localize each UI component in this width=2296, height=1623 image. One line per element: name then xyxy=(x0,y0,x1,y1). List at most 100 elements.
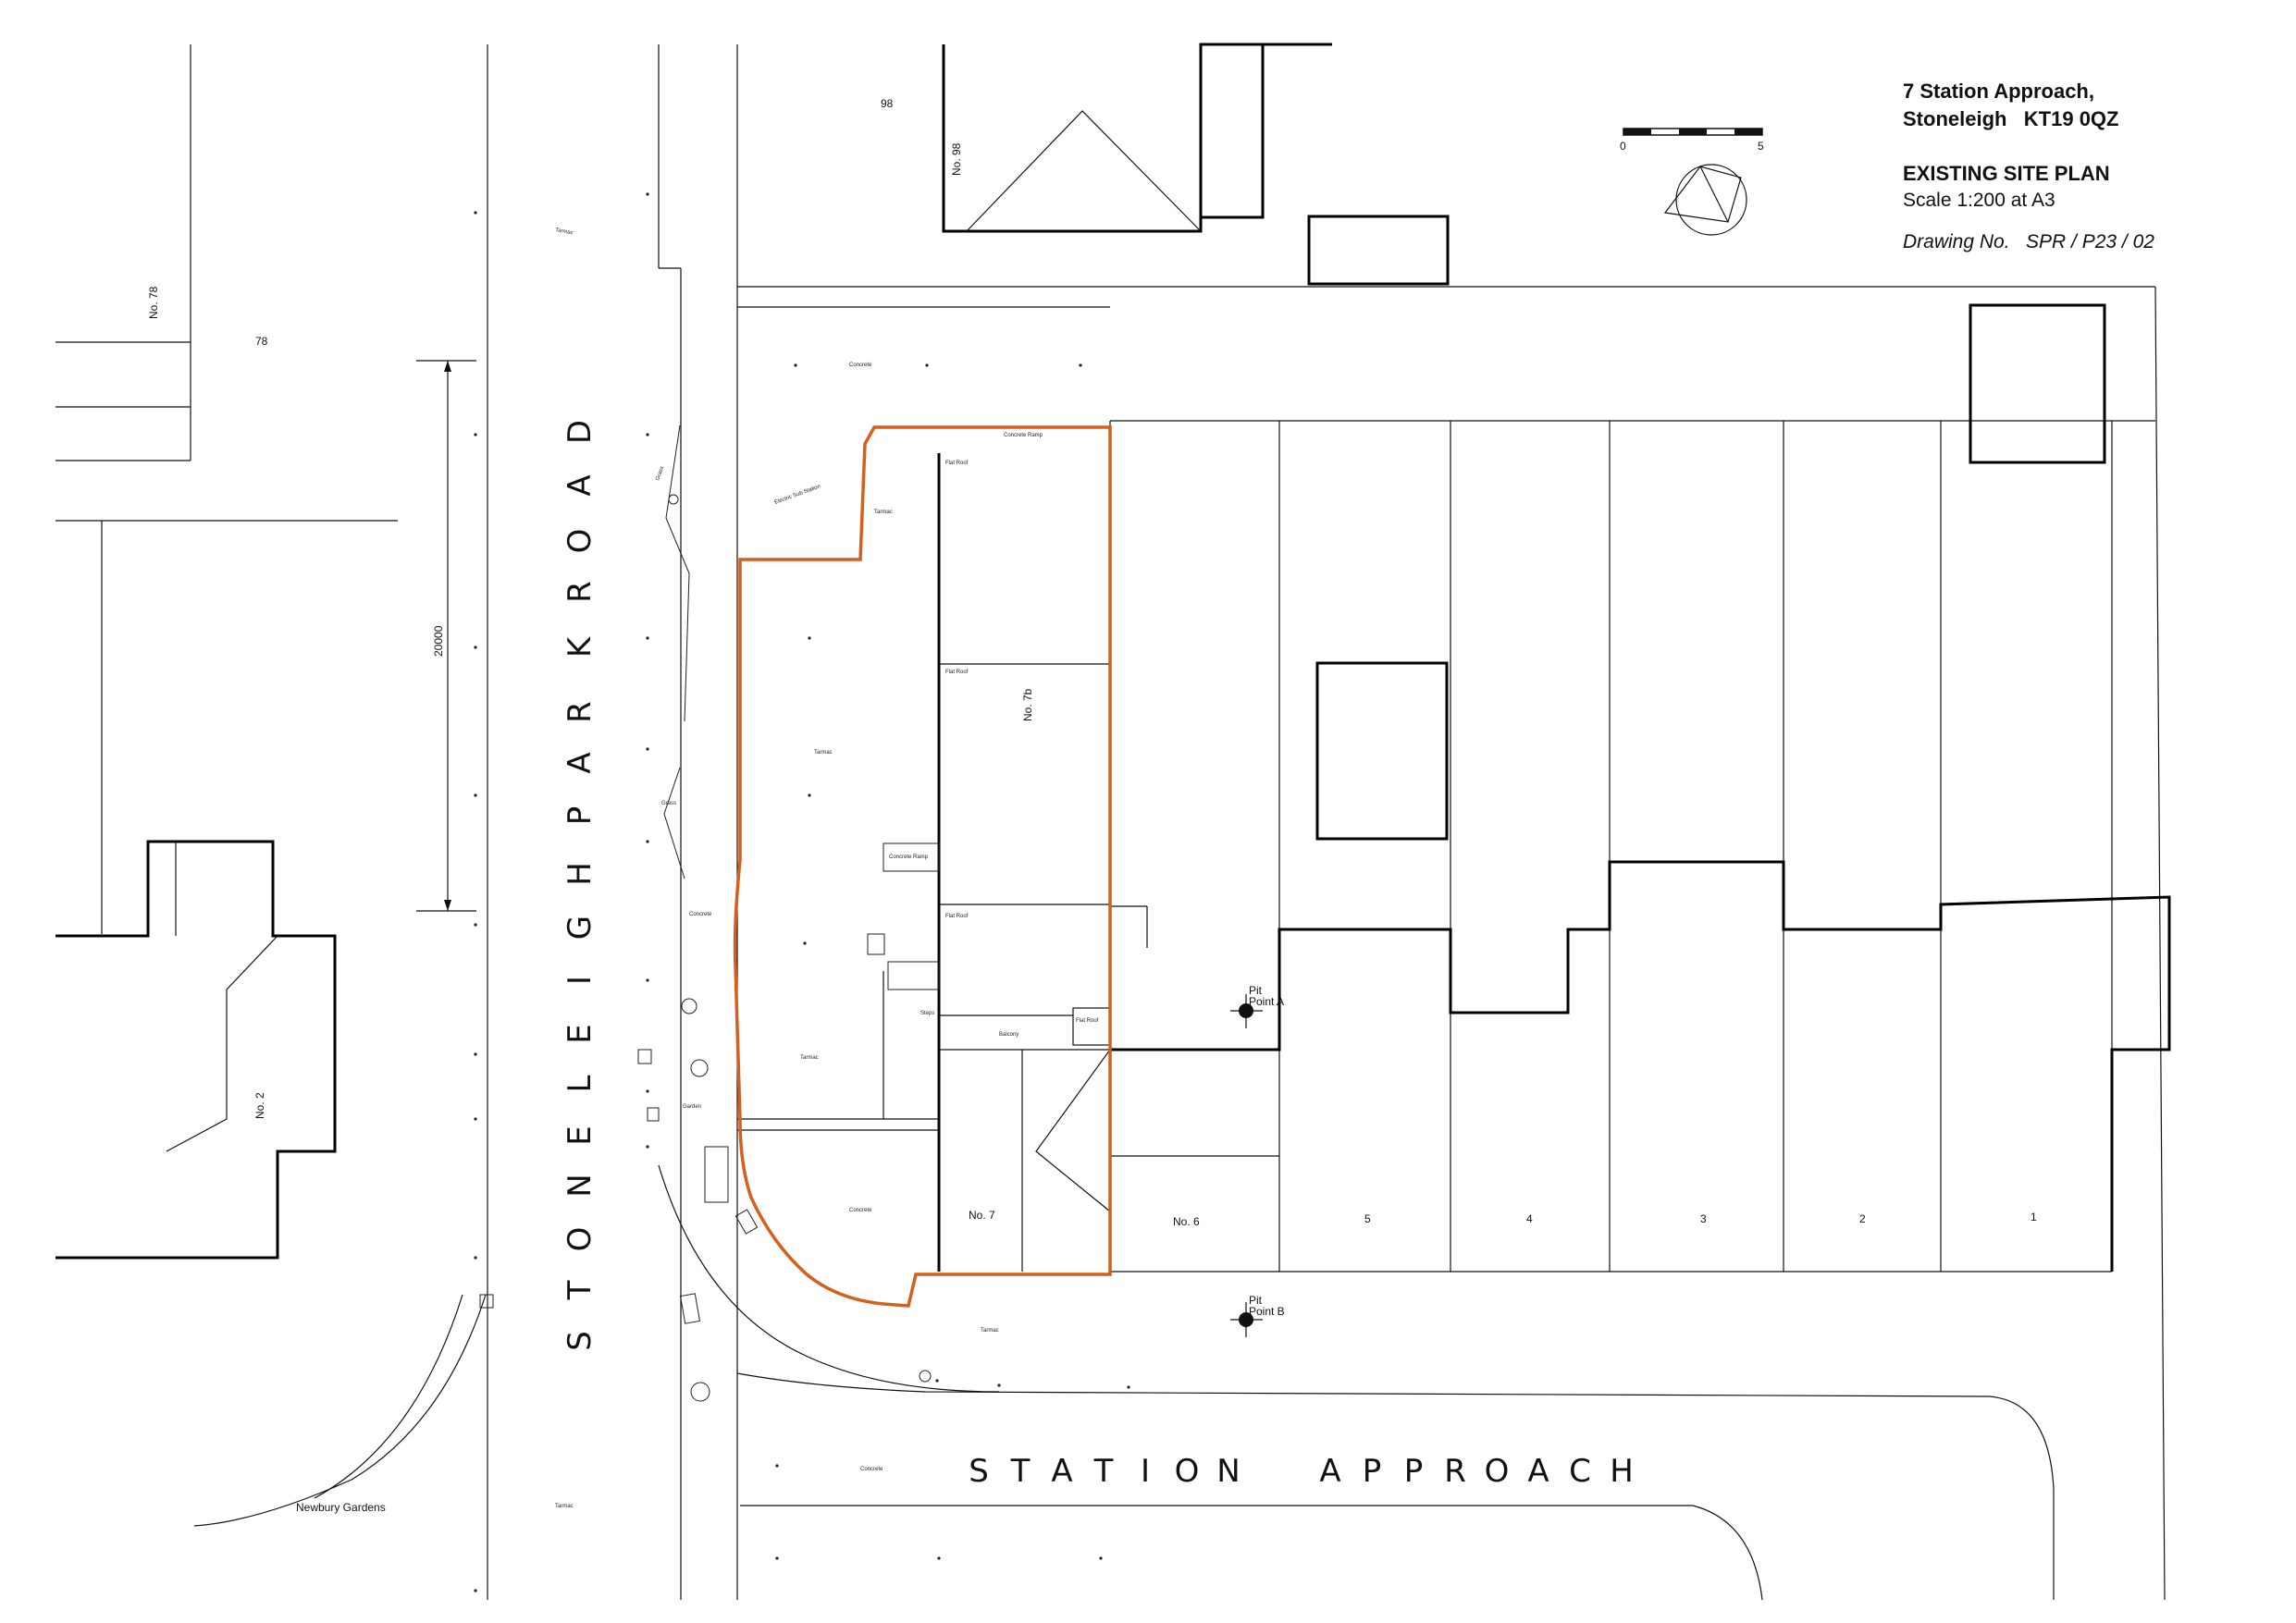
unit-2-label: 2 xyxy=(1859,1212,1866,1225)
outbuilding-top xyxy=(1307,215,1450,286)
street-letter-spr-16: A xyxy=(562,474,599,496)
rear-access xyxy=(737,286,2166,1601)
sheet-title: EXISTING SITE PLAN xyxy=(1903,162,2110,185)
street-letter-spr-11: A xyxy=(562,752,599,773)
forecourt-details xyxy=(479,424,940,1402)
note-concrete-ramp-2: Concrete Ramp xyxy=(889,855,929,860)
house-78-label: No. 78 xyxy=(147,286,160,319)
note-concrete-2: Concrete xyxy=(849,363,872,368)
note-grass-1: Grass xyxy=(655,466,665,482)
dimension-20000: 20000 xyxy=(416,360,476,912)
street-newbury-gardens: Newbury Gardens xyxy=(296,1501,386,1514)
north-arrow-icon xyxy=(1663,164,1747,236)
note-electric-sub-station: Electric Sub Station xyxy=(774,484,821,506)
note-concrete-1: Concrete xyxy=(689,912,712,917)
pit-b-marker: Pit Point B xyxy=(1230,1294,1285,1337)
street-letter-spr-4: E xyxy=(562,1125,599,1145)
street-letter-sa-2: A xyxy=(1051,1453,1072,1490)
street-letter-sa-11: O xyxy=(1485,1453,1510,1490)
plot-78-label: 78 xyxy=(255,335,268,348)
scale-bar: 0 5 xyxy=(1620,128,1764,153)
units-1-5-outline xyxy=(1110,860,2171,1272)
pit-a-line2: Point A xyxy=(1249,995,1284,1008)
note-tarmac-3: Tarmac xyxy=(800,1055,819,1061)
scale-text: Scale 1:200 at A3 xyxy=(1903,190,2055,211)
street-letter-sa-7: A xyxy=(1319,1453,1340,1490)
road-kerbs xyxy=(193,44,2055,1601)
note-steps: Steps xyxy=(920,1011,934,1016)
pit-b-label: Pit Point B xyxy=(1249,1294,1285,1318)
outbuilding-right xyxy=(1969,303,2106,464)
street-letter-sa-13: C xyxy=(1569,1453,1591,1490)
survey-notes: Concrete Ramp Electric Sub Station Flat … xyxy=(555,227,1099,1509)
pit-a-label: Pit Point A xyxy=(1249,984,1284,1008)
street-letter-spr-2: O xyxy=(562,1227,599,1252)
plot-98-label: 98 xyxy=(881,97,894,110)
building-7-7b: No. 7b No. 7 xyxy=(937,453,1111,1272)
street-letter-sa-9: P xyxy=(1404,1453,1424,1490)
scale-bar-start: 0 xyxy=(1620,140,1626,153)
house-7b-label: No. 7b xyxy=(1021,688,1034,721)
pit-a-line1: Pit xyxy=(1249,984,1263,997)
note-concrete-ramp: Concrete Ramp xyxy=(1004,433,1043,438)
house-6-label: No. 6 xyxy=(1173,1215,1200,1228)
note-tarmac-4: Tarmac xyxy=(981,1328,999,1334)
street-letter-sa-0: S xyxy=(969,1453,989,1490)
street-letter-spr-15: O xyxy=(562,529,599,554)
dimension-label: 20000 xyxy=(432,625,445,657)
house-98-label: No. 98 xyxy=(950,142,963,176)
address-line-2: Stoneleigh KT19 0QZ xyxy=(1903,107,2119,130)
street-letter-sa-10: R xyxy=(1444,1453,1466,1490)
unit-3-label: 3 xyxy=(1700,1212,1707,1225)
unit-1-label: 1 xyxy=(2031,1211,2037,1223)
street-letter-spr-12: R xyxy=(562,701,599,723)
note-tarmac-1: Tarmac xyxy=(874,510,893,515)
street-letter-spr-17: D xyxy=(562,420,599,444)
street-letter-spr-3: N xyxy=(562,1174,599,1197)
note-garden: Garden xyxy=(683,1104,701,1110)
street-letter-spr-13: K xyxy=(562,635,599,658)
street-letter-sa-14: H xyxy=(1610,1453,1634,1490)
street-letter-spr-6: E xyxy=(562,1024,599,1043)
note-tarmac-5: Tarmac xyxy=(555,227,574,236)
street-letter-spr-8: G xyxy=(562,916,599,940)
pit-b-line2: Point B xyxy=(1249,1305,1285,1318)
street-letter-spr-1: T xyxy=(562,1280,599,1300)
street-letter-sa-6: N xyxy=(1216,1453,1240,1490)
address-line-1: 7 Station Approach, xyxy=(1903,80,2094,103)
pit-a-marker: Pit Point A xyxy=(1230,984,1284,1028)
site-boundary xyxy=(733,425,1112,1308)
note-concrete-3: Concrete xyxy=(849,1208,872,1213)
street-letter-sa-4: I xyxy=(1141,1453,1150,1490)
unit-5-label: 5 xyxy=(1364,1212,1371,1225)
note-flat-roof-1: Flat Roof xyxy=(945,461,969,466)
drawing-number: Drawing No. SPR / P23 / 02 xyxy=(1903,231,2154,252)
street-letter-spr-10: P xyxy=(562,806,599,826)
house-2: No. 2 xyxy=(56,840,337,1260)
street-letter-spr-0: S xyxy=(562,1331,599,1351)
street-letter-sa-1: T xyxy=(1010,1453,1031,1490)
house-7-label: No. 7 xyxy=(969,1209,995,1222)
house-98: 98 No. 98 xyxy=(881,43,1332,233)
plot-lines xyxy=(1109,421,2113,1273)
street-letter-spr-14: R xyxy=(562,581,599,603)
note-grass-2: Grass xyxy=(661,801,676,806)
pit-b-line1: Pit xyxy=(1249,1294,1263,1307)
note-tarmac-2: Tarmac xyxy=(814,750,833,756)
outbuilding-middle xyxy=(1315,661,1449,841)
street-letter-sa-3: T xyxy=(1093,1453,1114,1490)
street-letter-sa-5: O xyxy=(1175,1453,1200,1490)
title-block: 7 Station Approach, Stoneleigh KT19 0QZ … xyxy=(1903,78,2273,255)
note-balcony: Balcony xyxy=(999,1032,1018,1038)
scale-bar-end: 5 xyxy=(1758,140,1764,153)
note-concrete-4: Concrete xyxy=(860,1467,883,1472)
house-78: 78 No. 78 xyxy=(56,44,398,934)
street-letter-spr-5: L xyxy=(562,1075,599,1092)
street-letter-spr-9: H xyxy=(562,862,599,886)
street-letter-sa-8: P xyxy=(1363,1453,1382,1490)
note-flat-roof-2: Flat Roof xyxy=(945,670,969,675)
note-tarmac-6: Tarmac xyxy=(555,1504,574,1509)
